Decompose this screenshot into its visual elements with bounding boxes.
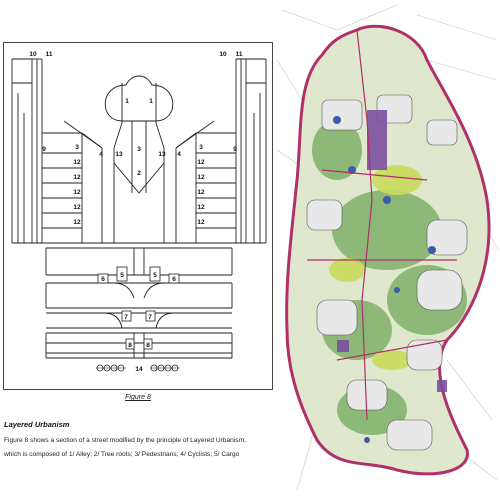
label-9-right: 9 [233, 146, 237, 153]
section-heading: Layered Urbanism [4, 420, 70, 429]
urban-plan-map [277, 0, 500, 500]
figure-8-diagram: 10 11 10 11 9 9 1 1 3 3 3 4 4 13 13 2 12… [3, 42, 273, 390]
label-12-l4: 12 [73, 204, 81, 211]
label-12-r3: 12 [197, 189, 205, 196]
label-1-right: 1 [149, 98, 153, 105]
label-12-l2: 12 [73, 174, 81, 181]
label-9-left: 9 [42, 146, 46, 153]
figure-caption: Figure 8 [125, 394, 151, 401]
label-8-left: 8 [128, 342, 132, 349]
label-6-right: 6 [172, 276, 176, 283]
label-8-right: 8 [146, 342, 150, 349]
label-6-left: 6 [101, 276, 105, 283]
label-7-left: 7 [124, 314, 128, 321]
label-2: 2 [137, 170, 141, 177]
label-3-right: 3 [199, 144, 203, 151]
label-14: 14 [135, 366, 143, 373]
body-line-2: which is composed of 1/ Alley; 2/ Tree r… [4, 451, 240, 458]
label-3-left: 3 [75, 144, 79, 151]
label-5-left: 5 [120, 272, 124, 279]
body-paragraph: Figure 8 shows a section of a street mod… [4, 434, 276, 462]
label-12-r1: 12 [197, 159, 205, 166]
site-plan-drawing [277, 4, 500, 491]
label-12-r4: 12 [197, 204, 205, 211]
label-12-l3: 12 [73, 189, 81, 196]
label-4-left: 4 [99, 151, 103, 158]
label-7-right: 7 [148, 314, 152, 321]
label-12-l5: 12 [73, 219, 81, 226]
label-11-right: 11 [236, 51, 243, 58]
label-10-left: 10 [29, 51, 37, 58]
label-12-r2: 12 [197, 174, 205, 181]
label-4-right: 4 [177, 151, 181, 158]
label-3-center: 3 [137, 146, 141, 153]
label-12-r5: 12 [197, 219, 205, 226]
body-line-1: Figure 8 shows a section of a street mod… [4, 437, 246, 444]
label-13-left: 13 [115, 151, 123, 158]
label-13-right: 13 [158, 151, 166, 158]
label-12-l1: 12 [73, 159, 81, 166]
label-11-left: 11 [46, 51, 53, 58]
label-10-right: 10 [219, 51, 227, 58]
label-1-left: 1 [125, 98, 129, 105]
label-5-right: 5 [153, 272, 157, 279]
street-section-drawing: 10 11 10 11 9 9 1 1 3 3 3 4 4 13 13 2 12… [11, 51, 267, 373]
